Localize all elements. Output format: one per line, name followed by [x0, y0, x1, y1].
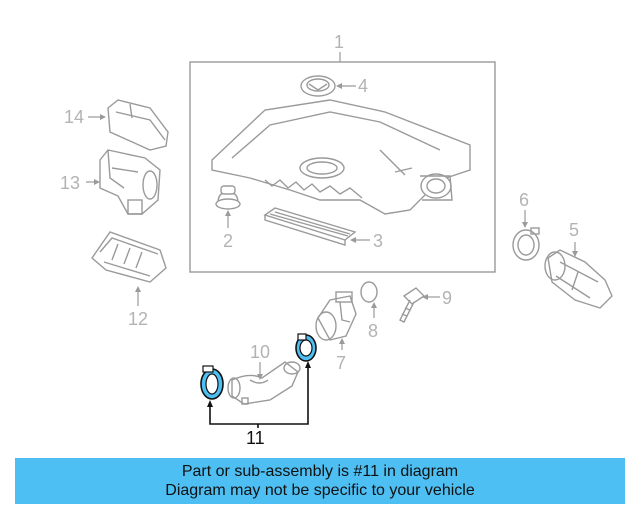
- part-6: [512, 227, 540, 261]
- part-8: [360, 281, 378, 303]
- part-emblem: [300, 75, 336, 97]
- part-10: [227, 361, 301, 405]
- callout-4: 4: [358, 76, 368, 96]
- info-banner: Part or sub-assembly is #11 in diagram D…: [15, 458, 625, 504]
- part-12: [91, 231, 167, 283]
- callout-1: 1: [334, 32, 344, 52]
- part-9: [399, 287, 426, 323]
- callout-12: 12: [128, 309, 148, 329]
- callout-11: 11: [246, 428, 265, 448]
- banner-line-1: Part or sub-assembly is #11 in diagram: [181, 463, 459, 480]
- callout-10: 10: [250, 342, 270, 362]
- part-5: [544, 249, 613, 309]
- callout-8: 8: [368, 321, 378, 341]
- part-7: [315, 291, 357, 341]
- callout-5: 5: [569, 220, 579, 240]
- part-13: [99, 149, 161, 215]
- callout-3: 3: [373, 231, 383, 251]
- part-11-clamp-right: [295, 333, 317, 362]
- part-14: [107, 99, 169, 151]
- part-engine-cover: [211, 99, 471, 215]
- part-grommet: [215, 185, 241, 210]
- callout-9: 9: [442, 288, 452, 308]
- callout-6: 6: [519, 190, 529, 210]
- part-11-clamp-left: [200, 365, 224, 400]
- callout-14: 14: [64, 107, 84, 127]
- assembly-frame: [189, 61, 496, 273]
- callout-11-leader: [209, 364, 309, 425]
- callout-13: 13: [60, 173, 80, 193]
- callout-7: 7: [336, 353, 346, 373]
- part-filter-element: [263, 207, 357, 246]
- banner-line-2: Diagram may not be specific to your vehi…: [165, 482, 475, 499]
- callout-2: 2: [223, 231, 233, 251]
